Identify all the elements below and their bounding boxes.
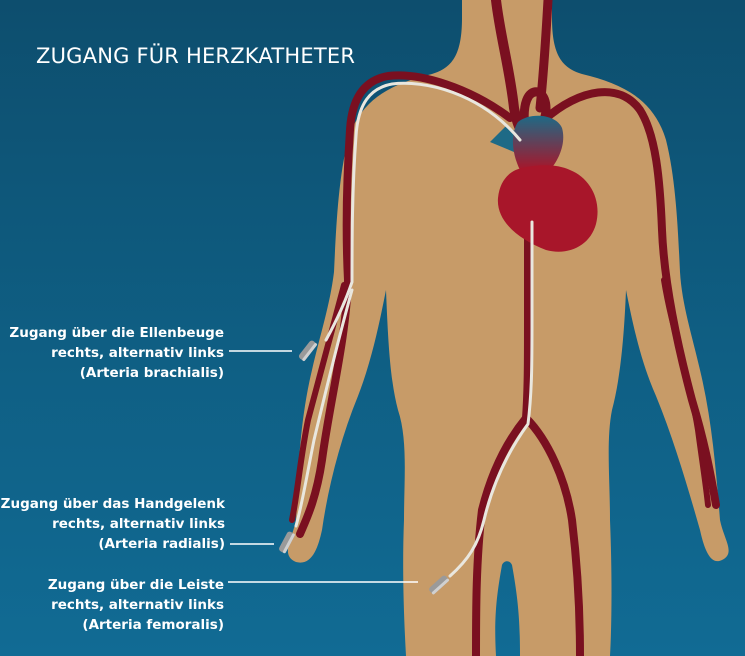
callout-arteria-radialis: Zugang über das Handgelenk rechts, alter… [1, 494, 225, 554]
page-title: ZUGANG FÜR HERZKATHETER [36, 44, 355, 68]
callout-line: (Arteria brachialis) [9, 363, 224, 383]
heart-vessel-top [513, 116, 563, 170]
callout-line: Zugang über die Leiste [48, 575, 224, 595]
descending-aorta [526, 220, 528, 418]
callout-line: rechts, alternativ links [48, 595, 224, 615]
callout-line: Zugang über die Ellenbeuge [9, 323, 224, 343]
callout-line: (Arteria femoralis) [48, 615, 224, 635]
callout-arteria-femoralis: Zugang über die Leiste rechts, alternati… [48, 575, 224, 635]
callout-line: rechts, alternativ links [9, 343, 224, 363]
callout-line: Zugang über das Handgelenk [1, 494, 225, 514]
sheath-brachial [298, 339, 318, 361]
callout-arteria-brachialis: Zugang über die Ellenbeuge rechts, alter… [9, 323, 224, 383]
callout-line: (Arteria radialis) [1, 534, 225, 554]
callout-line: rechts, alternativ links [1, 514, 225, 534]
